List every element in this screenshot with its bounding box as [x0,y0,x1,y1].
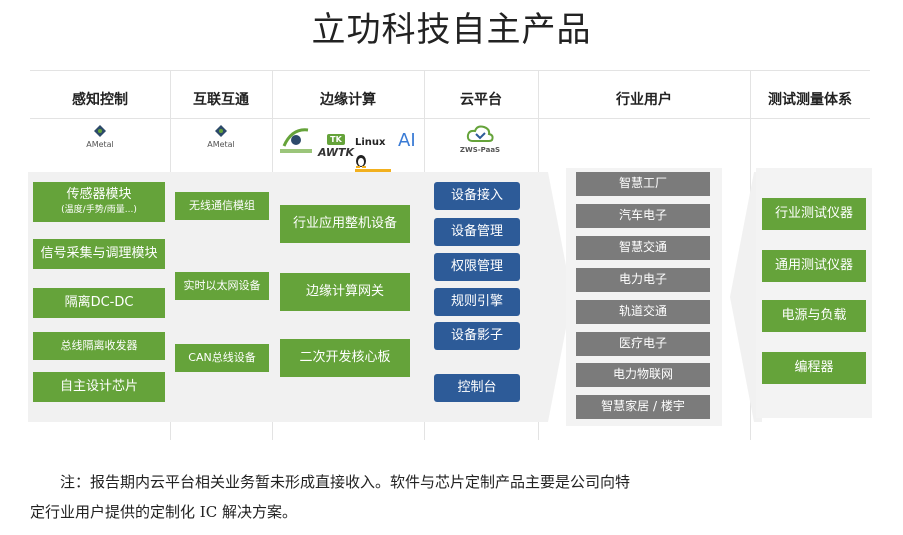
industry-user-item: 电力电子 [576,268,710,292]
cloud-rules-engine: 规则引擎 [434,288,520,316]
ametal-logo-icon [94,125,106,137]
linux-logo-text: Linux [355,137,386,148]
product-sensor-module: 传感器模块 (温度/手势/雨量...) [33,182,165,222]
zws-logo: ZWS-PaaS [455,124,505,154]
linux-logo: Linux [355,130,395,172]
product-wireless-module: 无线通信模组 [175,192,269,220]
awtk-logo-text: AWTK [318,146,355,159]
cloud-device-management: 设备管理 [434,218,520,246]
industry-user-item: 轨道交通 [576,300,710,324]
testing-power-and-load: 电源与负载 [762,300,866,332]
arrow-left-icon [730,172,762,422]
product-label: 传感器模块 [66,187,132,203]
testing-general-instruments: 通用测试仪器 [762,250,866,282]
awtk-logo: TK AWTK [318,127,355,159]
column-header-users: 行业用户 [616,92,672,108]
column-header-sensing: 感知控制 [72,92,128,108]
awork-os-icon [280,128,312,153]
page-title: 立功科技自主产品 [311,10,592,50]
testing-industry-instruments: 行业测试仪器 [762,198,866,230]
product-core-board: 二次开发核心板 [280,339,410,377]
product-can-bus-device: CAN总线设备 [175,344,269,372]
product-signal-conditioning: 信号采集与调理模块 [33,239,165,269]
product-industry-machine: 行业应用整机设备 [280,205,410,243]
footnote-line-1: 注：报告期内云平台相关业务暂未形成直接收入。软件与芯片定制产品主要是公司向特 [60,473,631,491]
tux-penguin-icon [356,154,366,168]
industry-user-item: 智慧工厂 [576,172,710,196]
cloud-device-shadow: 设备影子 [434,322,520,350]
product-isolated-dcdc: 隔离DC-DC [33,288,165,318]
ametal-logo-text: AMetal [86,140,114,149]
column-header-interconnect: 互联互通 [193,92,249,108]
ai-logo: AI [398,130,416,151]
industry-user-item: 汽车电子 [576,204,710,228]
product-custom-chip: 自主设计芯片 [33,372,165,402]
tk-badge: TK [327,134,345,145]
header-divider [30,118,870,119]
cloud-permission-management: 权限管理 [434,253,520,281]
ametal-logo-text: AMetal [207,140,235,149]
industry-user-item: 智慧交通 [576,236,710,260]
zws-logo-text: ZWS-PaaS [459,146,501,154]
testing-programmer: 编程器 [762,352,866,384]
cloud-icon [466,125,494,142]
awork-os-logo [278,124,314,156]
product-bus-transceiver: 总线隔离收发器 [33,332,165,360]
ametal-logo: AMetal [75,124,125,149]
product-edge-gateway: 边缘计算网关 [280,273,410,311]
linux-underline [355,169,391,172]
cloud-console: 控制台 [434,374,520,402]
ametal-logo: AMetal [196,124,246,149]
cloud-device-access: 设备接入 [434,182,520,210]
table-top-line [30,70,870,71]
industry-user-item: 电力物联网 [576,363,710,387]
column-header-cloud: 云平台 [460,92,502,108]
product-realtime-ethernet: 实时以太网设备 [175,272,269,300]
ametal-logo-icon [215,125,227,137]
product-sublabel: (温度/手势/雨量...) [61,205,137,216]
arrow-right-icon [538,172,572,422]
industry-user-item: 智慧家居 / 楼宇 [576,395,710,419]
footnote-line-2: 定行业用户提供的定制化 IC 解决方案。 [30,503,297,521]
column-header-testing: 测试测量体系 [768,92,852,108]
industry-user-item: 医疗电子 [576,332,710,356]
column-header-edge: 边缘计算 [320,92,376,108]
